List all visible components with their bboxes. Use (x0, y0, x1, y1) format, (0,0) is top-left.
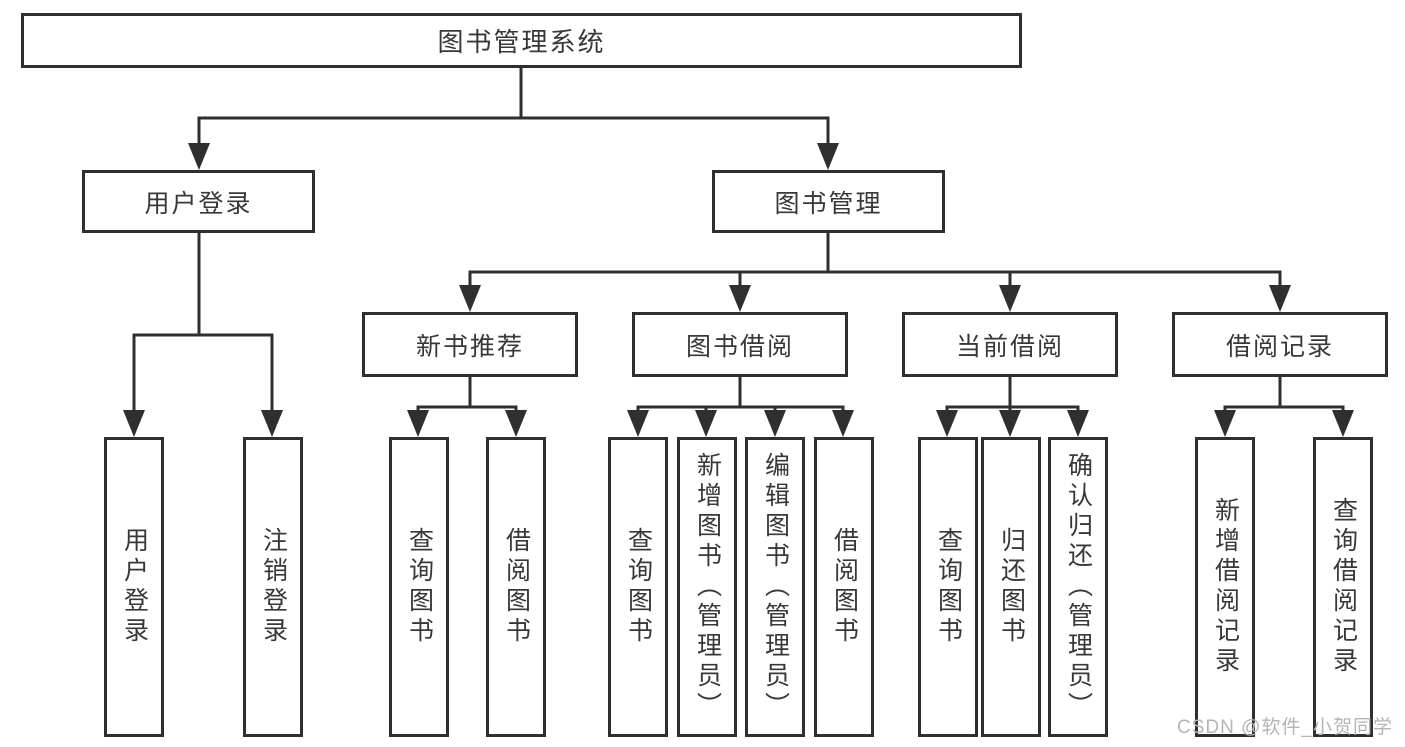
leaf-borrow-books-recommend: 借阅图书 (486, 437, 546, 737)
arrowhead-icon (999, 285, 1021, 312)
arrowhead-icon (407, 410, 429, 437)
arrowhead-icon (764, 410, 786, 437)
node-label: 用户登录 (120, 527, 149, 647)
node-label: 图书借阅 (685, 332, 794, 361)
arrowhead-icon (123, 410, 145, 437)
leaf-confirm-return-admin: 确认归还（管理员） (1048, 437, 1108, 737)
arrowhead-icon (459, 285, 481, 312)
leaf-return-books: 归还图书 (981, 437, 1041, 737)
leaf-query-borrow-record: 查询借阅记录 (1313, 437, 1373, 737)
leaf-borrow-books-borrowing: 借阅图书 (814, 437, 874, 737)
arrowhead-icon (1332, 410, 1354, 437)
node-label: 图书管理系统 (437, 27, 606, 57)
arrowhead-icon (261, 410, 283, 437)
leaf-add-books-admin: 新增图书（管理员） (677, 437, 737, 737)
leaf-user-login: 用户登录 (104, 437, 164, 737)
node-label: 图书管理 (774, 189, 883, 218)
arrowhead-icon (627, 410, 649, 437)
node-book-management: 图书管理 (712, 170, 945, 233)
leaf-query-books-current: 查询图书 (918, 437, 978, 737)
node-library-management-system: 图书管理系统 (21, 13, 1022, 68)
arrowhead-icon (505, 410, 527, 437)
arrowhead-icon (817, 143, 839, 170)
node-label: 新增借阅记录 (1211, 497, 1240, 677)
arrowhead-icon (1214, 410, 1236, 437)
node-new-book-recommend: 新书推荐 (362, 312, 578, 377)
node-label: 新书推荐 (415, 332, 524, 361)
node-label: 用户登录 (144, 189, 253, 218)
node-borrowing-records: 借阅记录 (1172, 312, 1388, 377)
node-label: 借阅记录 (1225, 332, 1334, 361)
node-current-borrowing: 当前借阅 (902, 312, 1118, 377)
arrowhead-icon (188, 143, 210, 170)
arrowhead-icon (695, 410, 717, 437)
leaf-edit-books-admin: 编辑图书（管理员） (745, 437, 805, 737)
leaf-logout: 注销登录 (243, 437, 303, 737)
node-label: 确认归还（管理员） (1064, 452, 1093, 722)
node-book-borrowing: 图书借阅 (632, 312, 848, 377)
leaf-query-books-borrowing: 查询图书 (608, 437, 668, 737)
leaf-add-borrow-record: 新增借阅记录 (1195, 437, 1255, 737)
arrowhead-icon (999, 410, 1021, 437)
node-label: 查询图书 (405, 527, 434, 647)
node-label: 查询借阅记录 (1329, 497, 1358, 677)
node-label: 查询图书 (624, 527, 653, 647)
node-label: 新增图书（管理员） (693, 452, 722, 722)
node-label: 借阅图书 (502, 527, 531, 647)
arrowhead-icon (936, 410, 958, 437)
arrowhead-icon (1067, 410, 1089, 437)
node-label: 当前借阅 (955, 332, 1064, 361)
arrowhead-icon (729, 285, 751, 312)
leaf-query-books-recommend: 查询图书 (389, 437, 449, 737)
csdn-watermark: CSDN @软件_小贺同学 (1177, 717, 1393, 738)
arrowhead-icon (1269, 285, 1291, 312)
node-label: 编辑图书（管理员） (761, 452, 790, 722)
node-user-login: 用户登录 (82, 170, 315, 233)
node-label: 借阅图书 (830, 527, 859, 647)
arrowhead-icon (832, 410, 854, 437)
node-label: 查询图书 (934, 527, 963, 647)
node-label: 注销登录 (259, 527, 288, 647)
node-label: 归还图书 (997, 527, 1026, 647)
